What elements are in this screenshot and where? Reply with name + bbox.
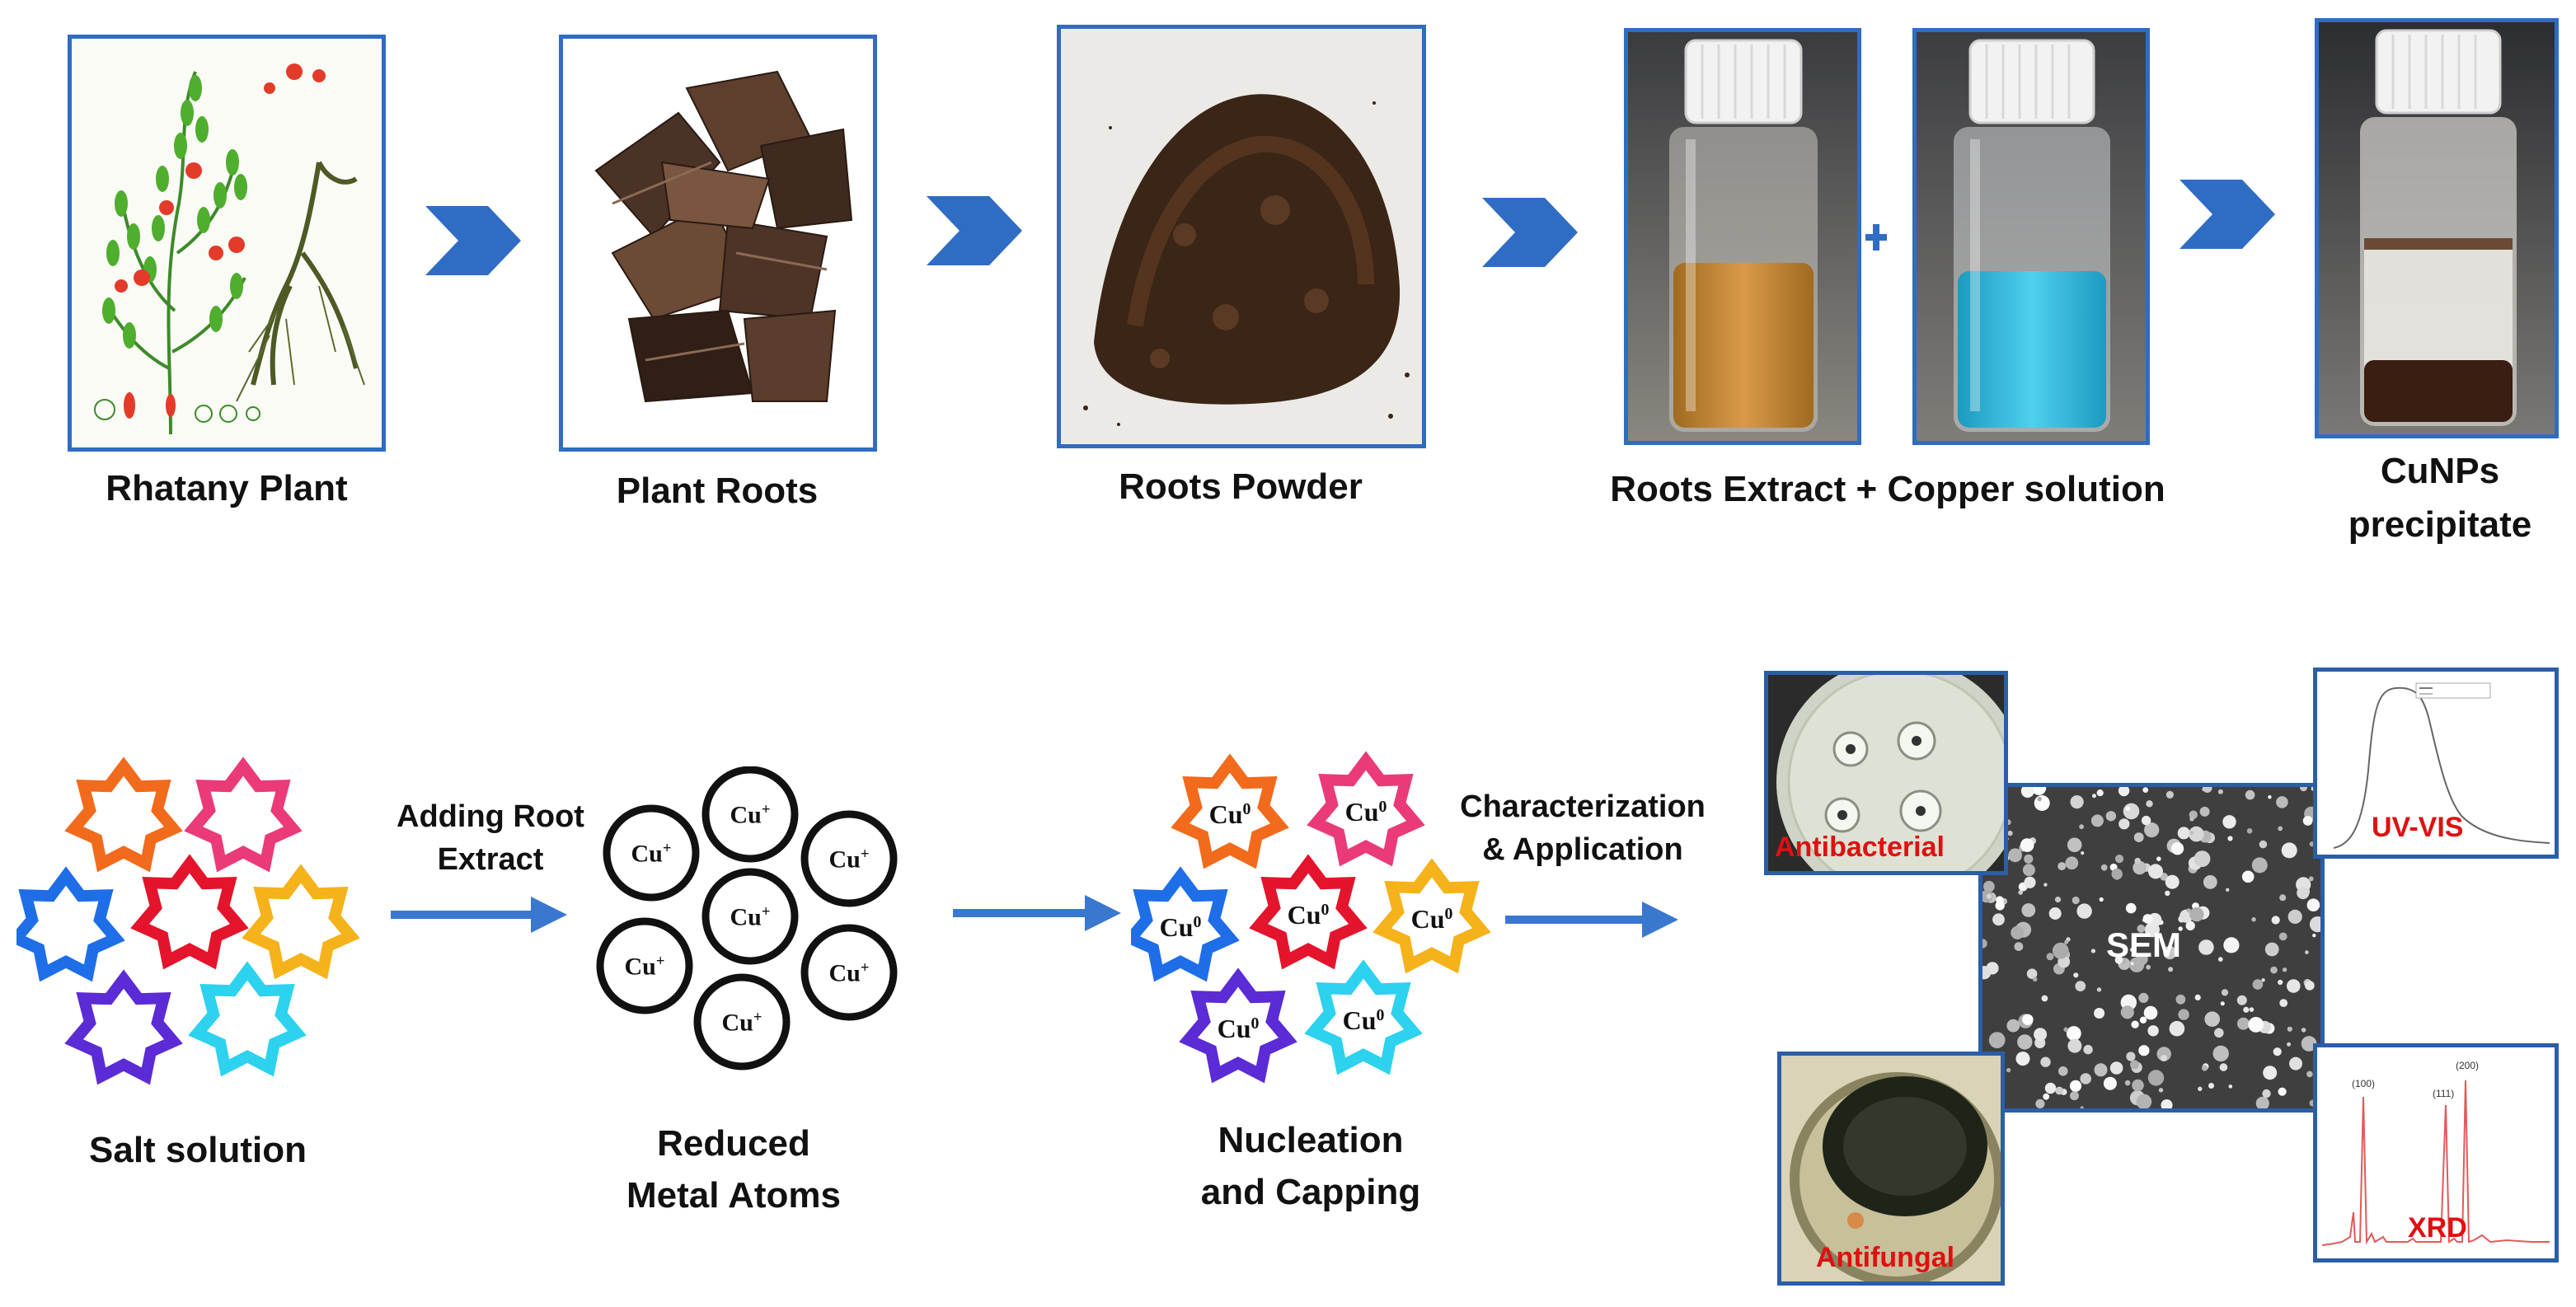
orange-star xyxy=(64,757,183,873)
orange-star xyxy=(1171,753,1289,869)
copper-ion-circle xyxy=(596,917,693,1014)
plus-icon xyxy=(1865,223,1887,252)
cunps-precipitate-label: CuNPs precipitate xyxy=(2300,448,2576,547)
sem-label: SEM xyxy=(2106,925,2182,964)
adding-root-line1: Adding Root xyxy=(396,799,584,834)
red-star xyxy=(130,854,249,970)
salt-solution-label: Salt solution xyxy=(89,1130,307,1170)
reduced-line1: Reduced xyxy=(657,1123,810,1164)
arrow-right-icon xyxy=(953,895,1121,931)
cyan-star xyxy=(1304,959,1423,1075)
cyan-star xyxy=(188,961,307,1077)
copper-ion-circle xyxy=(800,810,898,907)
characterization-line2: & Application xyxy=(1482,832,1683,867)
roots-extract-copper-label: Roots Extract + Copper solution xyxy=(1610,469,2165,509)
copper-atom-label: Cu0 xyxy=(1288,900,1330,930)
copper-atom-label: Cu0 xyxy=(1345,797,1387,827)
rhatany-plant-image xyxy=(68,35,386,452)
copper-atom-label: Cu0 xyxy=(1218,1014,1260,1043)
nucleation-line2: and Capping xyxy=(1200,1172,1421,1212)
copper-ion-circle xyxy=(693,973,791,1070)
copper-atom-label: Cu0 xyxy=(1343,1005,1385,1035)
antibacterial-label: Antibacterial xyxy=(1775,832,1945,863)
blue-star xyxy=(1131,866,1240,982)
yellow-star xyxy=(1372,858,1491,974)
purple-star xyxy=(64,969,183,1085)
copper-ion-circle xyxy=(701,766,799,863)
reduced-metal-atoms-label: Reduced Metal Atoms xyxy=(569,1121,899,1218)
roots-powder-image xyxy=(1057,25,1426,448)
reduced-metal-atoms-cluster: Cu+ Cu+ Cu+ Cu+ Cu+ Cu+ Cu+ xyxy=(594,766,907,1080)
pink-star xyxy=(184,757,303,873)
sem-image: SEM xyxy=(1978,783,2325,1113)
plant-roots-image xyxy=(559,35,877,452)
yellow-star xyxy=(242,864,360,980)
copper-atom-label: Cu0 xyxy=(1160,912,1202,942)
purple-star xyxy=(1179,967,1297,1084)
characterization-application-label: Characterization & Application xyxy=(1443,788,1723,869)
cunps-label-line2: precipitate xyxy=(2348,504,2532,545)
adding-root-line2: Extract xyxy=(437,841,544,877)
characterization-line1: Characterization xyxy=(1460,789,1706,824)
cunps-precipitate-vial-image xyxy=(2315,18,2559,438)
chevron-right-icon xyxy=(2180,180,2275,249)
chevron-right-icon xyxy=(425,206,521,275)
copper-ion-label: Cu+ xyxy=(730,801,771,829)
rhatany-plant-label: Rhatany Plant xyxy=(106,468,348,508)
nucleation-capping-label: Nucleation and Capping xyxy=(1146,1117,1476,1215)
uvvis-label: UV-VIS xyxy=(2372,812,2464,843)
copper-solution-vial-image xyxy=(1912,28,2150,445)
xrd-peak-111: (111) xyxy=(2433,1088,2454,1099)
red-star xyxy=(1249,854,1368,970)
plant-roots-label: Plant Roots xyxy=(616,471,819,511)
pink-star xyxy=(1307,751,1425,867)
salt-solution-cluster xyxy=(16,750,363,1088)
chevron-right-icon xyxy=(927,196,1022,265)
antifungal-image: Antifungal xyxy=(1777,1052,2005,1286)
copper-ion-circle xyxy=(800,924,898,1021)
nucleation-line1: Nucleation xyxy=(1218,1120,1404,1160)
copper-ion-label: Cu+ xyxy=(625,953,665,981)
arrow-right-icon xyxy=(391,897,567,933)
copper-ion-circle xyxy=(701,868,799,965)
arrow-right-icon xyxy=(1505,902,1678,938)
copper-ion-label: Cu+ xyxy=(631,840,672,868)
copper-ion-label: Cu+ xyxy=(829,846,870,874)
roots-extract-vial-image xyxy=(1624,28,1861,445)
copper-ion-label: Cu+ xyxy=(829,959,870,987)
copper-ion-circle xyxy=(603,804,700,902)
copper-atom-label: Cu0 xyxy=(1411,904,1453,934)
antibacterial-image: Antibacterial xyxy=(1764,671,2008,875)
uvvis-spectrum-image: UV-VIS xyxy=(2313,668,2559,859)
xrd-peak-100: (100) xyxy=(2352,1078,2375,1089)
chevron-right-icon xyxy=(1482,198,1578,267)
xrd-peak-200: (200) xyxy=(2456,1060,2479,1071)
xrd-label: XRD xyxy=(2408,1212,2467,1244)
cunps-label-line1: CuNPs xyxy=(2380,451,2500,491)
copper-ion-label: Cu+ xyxy=(730,903,771,931)
xrd-pattern-image: (100) (111) (200) XRD xyxy=(2313,1043,2559,1262)
blue-star xyxy=(16,866,125,982)
copper-atom-label: Cu0 xyxy=(1209,799,1251,829)
roots-powder-label: Roots Powder xyxy=(1119,466,1363,507)
antifungal-label: Antifungal xyxy=(1816,1242,1955,1273)
copper-ion-label: Cu+ xyxy=(722,1009,762,1037)
adding-root-extract-label: Adding Root Extract xyxy=(363,798,618,879)
reduced-line2: Metal Atoms xyxy=(626,1175,841,1216)
